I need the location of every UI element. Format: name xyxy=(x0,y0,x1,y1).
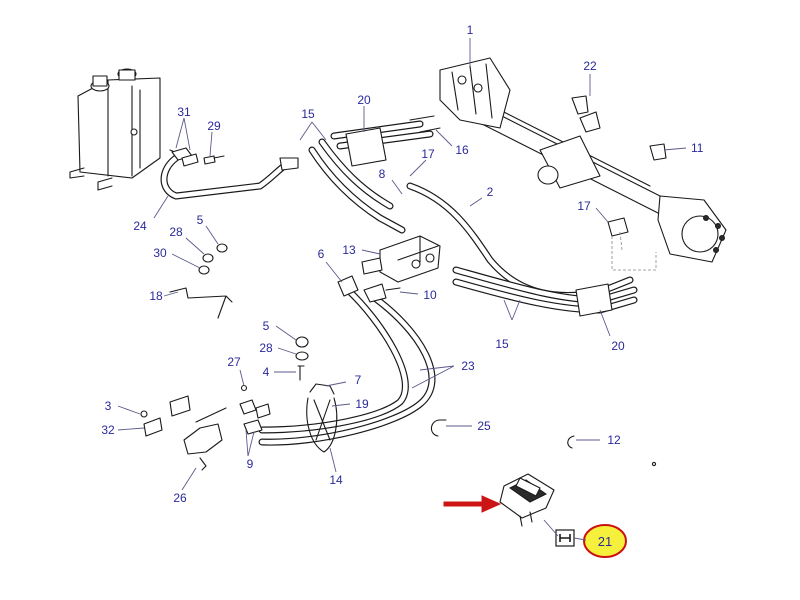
callout-29[interactable]: 29 xyxy=(207,119,221,133)
clip[interactable] xyxy=(571,95,589,115)
callout-26[interactable]: 26 xyxy=(173,491,187,505)
dot-marker xyxy=(651,461,657,467)
hose-fittings-9[interactable] xyxy=(239,399,271,435)
highlight-ring xyxy=(583,524,627,558)
callout-9[interactable]: 9 xyxy=(247,457,254,471)
callout-15-top[interactable]: 15 xyxy=(301,107,315,121)
mount-parts[interactable] xyxy=(140,384,248,471)
callout-27[interactable]: 27 xyxy=(227,355,241,369)
red-arrow xyxy=(443,495,502,513)
clip-12[interactable] xyxy=(567,435,575,449)
callout-2[interactable]: 2 xyxy=(487,185,494,199)
rocker-switch[interactable] xyxy=(499,473,555,527)
callout-17-mid[interactable]: 17 xyxy=(421,147,435,161)
callout-8[interactable]: 8 xyxy=(379,167,386,181)
callout-31[interactable]: 31 xyxy=(177,105,191,119)
callout-22[interactable]: 22 xyxy=(583,59,597,73)
assembly-kit-icon xyxy=(555,529,575,547)
callout-12[interactable]: 12 xyxy=(607,433,621,447)
callout-14[interactable]: 14 xyxy=(329,473,343,487)
washer-set-upper[interactable] xyxy=(198,243,228,275)
bracket[interactable] xyxy=(649,143,667,161)
callout-28-upper[interactable]: 28 xyxy=(169,225,183,239)
hose-clamp[interactable] xyxy=(306,383,338,453)
callout-4[interactable]: 4 xyxy=(263,365,270,379)
rear-axle[interactable] xyxy=(439,57,727,263)
callout-24[interactable]: 24 xyxy=(133,219,147,233)
elbow-fitting[interactable] xyxy=(607,217,629,237)
callout-10[interactable]: 10 xyxy=(423,288,437,302)
callout-13[interactable]: 13 xyxy=(342,243,356,257)
callout-5-lower[interactable]: 5 xyxy=(263,319,270,333)
callout-19[interactable]: 19 xyxy=(355,397,369,411)
callout-25[interactable]: 25 xyxy=(477,419,491,433)
callout-1[interactable]: 1 xyxy=(467,23,474,37)
callout-6[interactable]: 6 xyxy=(318,247,325,261)
callout-20-bottom[interactable]: 20 xyxy=(611,339,625,353)
control-valve[interactable] xyxy=(361,235,441,283)
callout-32[interactable]: 32 xyxy=(101,423,115,437)
callout-18[interactable]: 18 xyxy=(149,289,163,303)
callout-labels: 1 22 11 31 29 20 15 16 17 8 2 24 5 28 30… xyxy=(101,23,703,549)
callout-16[interactable]: 16 xyxy=(455,143,469,157)
callout-5-upper[interactable]: 5 xyxy=(197,213,204,227)
tank-fitting[interactable] xyxy=(171,147,225,167)
hose-bundle-upper[interactable] xyxy=(308,115,441,234)
circlip-25[interactable] xyxy=(430,419,447,437)
hose-bundle-lower[interactable] xyxy=(406,182,638,317)
callout-15-bottom[interactable]: 15 xyxy=(495,337,509,351)
callout-23[interactable]: 23 xyxy=(461,359,475,373)
leader-lines xyxy=(117,38,687,541)
callout-28-lower[interactable]: 28 xyxy=(259,341,273,355)
callout-30[interactable]: 30 xyxy=(153,246,167,260)
fastener-set-lower[interactable] xyxy=(295,336,309,381)
callout-21[interactable]: 21 xyxy=(598,534,612,549)
callout-11[interactable]: 11 xyxy=(691,141,704,155)
callout-7[interactable]: 7 xyxy=(355,373,362,387)
hose-pair-23[interactable] xyxy=(258,275,436,446)
callout-17-right[interactable]: 17 xyxy=(577,199,591,213)
callout-3[interactable]: 3 xyxy=(105,399,112,413)
bracket-18[interactable] xyxy=(169,287,233,319)
callout-20-top[interactable]: 20 xyxy=(357,93,371,107)
oil-tank[interactable] xyxy=(69,68,161,191)
